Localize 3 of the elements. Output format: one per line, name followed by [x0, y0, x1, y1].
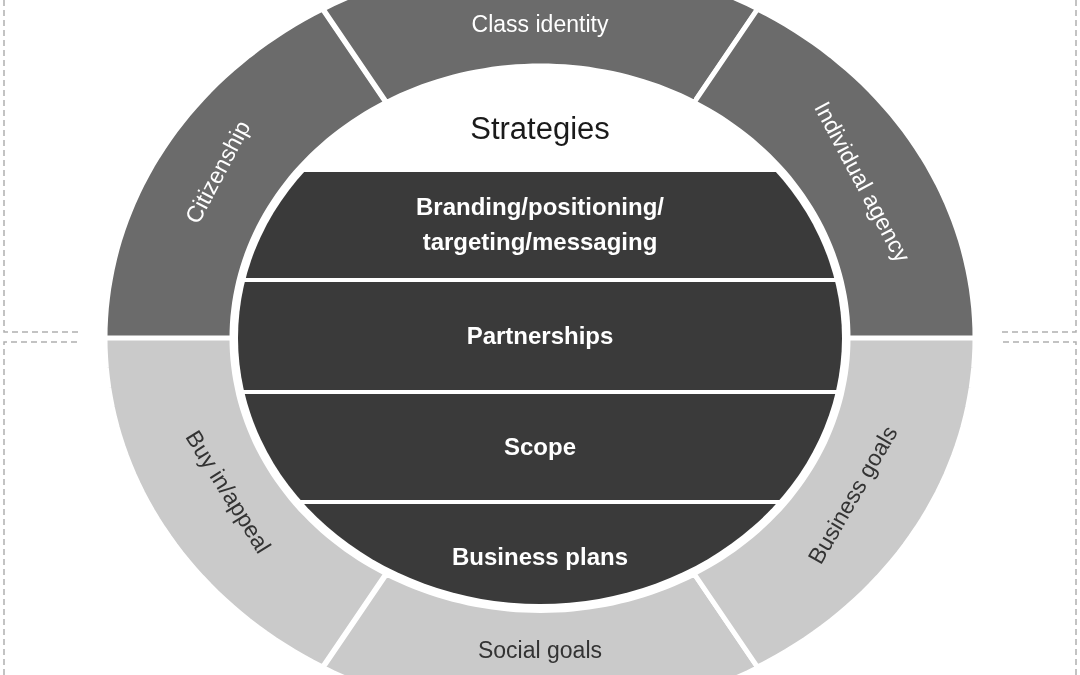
segment-label: Social goals: [478, 638, 602, 662]
heading: Strategies: [470, 110, 610, 148]
segment-label: Class identity: [471, 12, 609, 36]
